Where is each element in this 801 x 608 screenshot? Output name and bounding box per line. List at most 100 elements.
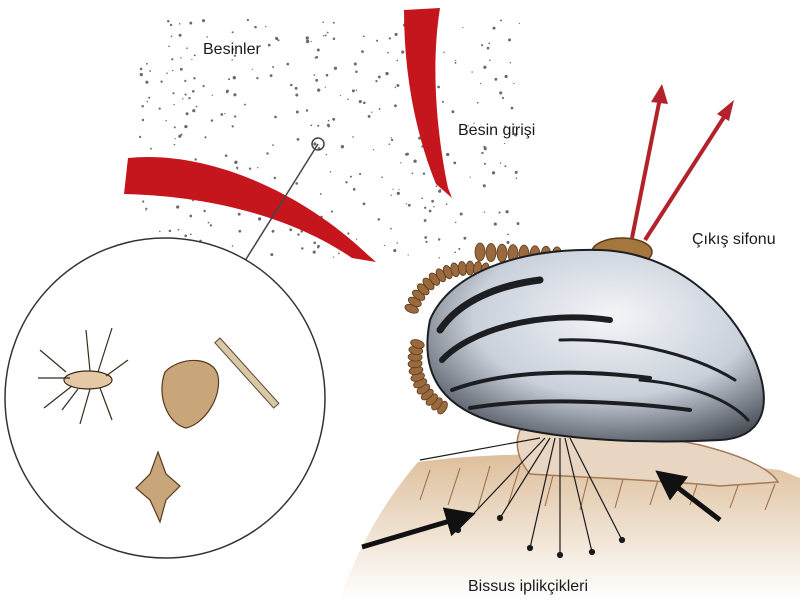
food-particle (202, 19, 205, 22)
food-particle (268, 44, 271, 47)
food-particle (191, 59, 192, 60)
food-particle (189, 215, 192, 218)
food-particle (237, 168, 239, 170)
food-particle (424, 219, 427, 222)
food-particle (146, 63, 148, 65)
food-particle (363, 36, 365, 38)
food-particle (172, 92, 174, 94)
food-particle (140, 68, 143, 71)
food-particle (174, 144, 176, 146)
food-particle (170, 24, 172, 26)
food-particle (167, 20, 169, 22)
food-particle (334, 67, 337, 70)
label-food-intake: Besin girişi (458, 122, 535, 140)
food-particle (172, 70, 174, 72)
food-particle (184, 80, 186, 82)
fringe-tentacle (466, 261, 474, 275)
food-particle (176, 205, 179, 208)
food-particle (517, 222, 520, 225)
label-nutrients: Besinler (203, 41, 261, 59)
food-particle (455, 62, 457, 64)
food-particle (212, 95, 213, 96)
food-particle (274, 177, 276, 179)
food-particle (232, 31, 234, 33)
food-particle (301, 247, 303, 249)
food-particle (169, 230, 172, 233)
food-particle (314, 74, 316, 76)
food-particle (178, 229, 180, 231)
food-particle (401, 51, 404, 54)
food-particle (139, 136, 141, 138)
food-particle (228, 78, 230, 80)
food-particle (150, 148, 152, 150)
food-particle (166, 72, 168, 74)
food-particle (516, 177, 518, 179)
food-particle (408, 254, 409, 255)
food-particle (363, 102, 366, 105)
food-particle (265, 26, 266, 27)
food-particle (359, 100, 362, 103)
food-particle (510, 62, 511, 63)
food-particle (256, 77, 258, 79)
food-particle (296, 111, 299, 114)
food-particle (310, 41, 311, 42)
food-particle (385, 72, 388, 75)
food-particle (400, 162, 401, 163)
food-particle (371, 112, 372, 113)
food-particle (159, 231, 160, 232)
food-particle (396, 242, 398, 244)
food-particle (266, 152, 268, 154)
food-particle (316, 56, 319, 59)
food-particle (295, 87, 298, 90)
food-particle (488, 42, 490, 44)
food-particle (389, 37, 391, 39)
food-particle (421, 197, 423, 199)
food-particle (322, 21, 324, 23)
food-particle (505, 210, 508, 213)
outflow-arrows (632, 84, 734, 240)
food-particle (507, 234, 509, 236)
food-particle (180, 57, 181, 58)
food-particle (379, 108, 381, 110)
food-particle (195, 158, 197, 160)
food-particle (188, 97, 190, 99)
food-particle (249, 168, 251, 170)
food-particle (423, 172, 425, 174)
food-particle (182, 98, 183, 99)
food-particle (326, 74, 329, 77)
food-particle (375, 80, 377, 82)
food-particle (297, 233, 299, 235)
food-particle (313, 251, 316, 254)
food-particle (460, 213, 463, 216)
food-particle (142, 200, 144, 202)
food-particle (140, 73, 143, 76)
food-particle (443, 51, 444, 52)
food-particle (149, 70, 151, 72)
food-particle (424, 207, 426, 209)
food-particle (290, 84, 293, 87)
food-particle (438, 190, 441, 193)
food-particle (185, 94, 187, 96)
food-particle (317, 49, 320, 52)
food-particle (455, 60, 456, 61)
food-particle (494, 223, 497, 226)
food-particle (323, 35, 324, 36)
food-particle (494, 78, 497, 81)
food-particle (186, 47, 188, 49)
food-particle (352, 136, 354, 138)
food-particle (390, 228, 392, 230)
food-particle (431, 200, 434, 203)
food-particle (352, 89, 355, 92)
food-particle (168, 46, 170, 48)
food-particle (295, 182, 298, 185)
food-particle (406, 203, 407, 204)
food-particle (234, 115, 236, 117)
food-particle (295, 94, 298, 97)
food-particle (333, 38, 336, 41)
food-particle (234, 161, 237, 164)
food-particle (180, 68, 183, 71)
food-particle (384, 245, 385, 246)
food-particle (345, 181, 347, 183)
food-particle (437, 86, 440, 89)
